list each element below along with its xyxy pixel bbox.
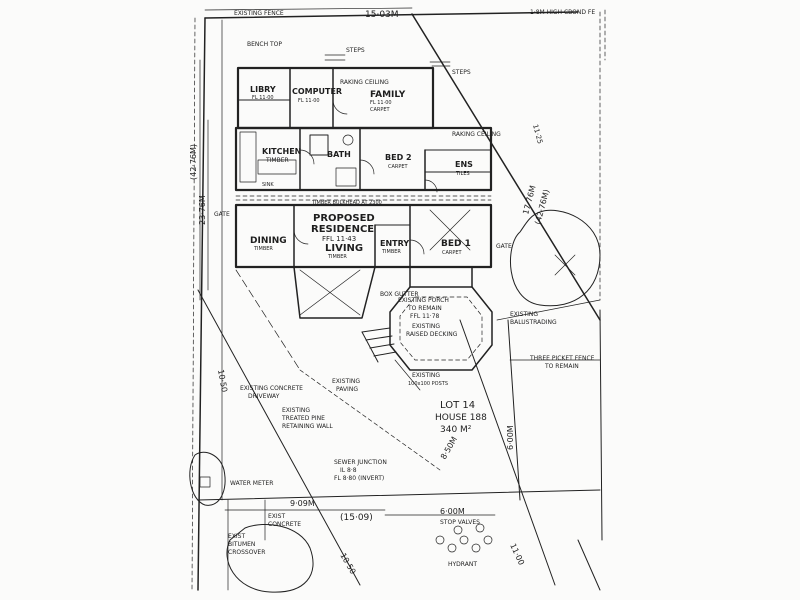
room-family: FAMILY — [370, 90, 406, 100]
room-computer: COMPUTER — [292, 87, 342, 96]
room-library-note: FL 11·00 — [252, 95, 274, 101]
room-dining-note: TIMBER — [253, 246, 273, 252]
label-paving-2: PAVING — [336, 386, 358, 393]
porch-label-1: EXISTING PORCH — [398, 297, 449, 304]
label-area: 340 M² — [440, 425, 472, 435]
label-driveway: DRIVEWAY — [248, 393, 280, 400]
dim-left-outer: (42·76M) — [189, 144, 198, 180]
label-posts-1: EXISTING — [412, 372, 440, 379]
room-ens: ENS — [455, 160, 473, 169]
porch-label-5: RAISED DECKING — [406, 331, 458, 338]
label-raking-ceiling: RAKING CEILING — [452, 131, 501, 138]
label-lot: LOT 14 — [440, 400, 475, 411]
room-family-carpet: CARPET — [370, 107, 391, 113]
room-bed1-note: CARPET — [442, 250, 463, 256]
room-computer-note: FL 11·00 — [298, 98, 320, 104]
room-kitchen-timber: TIMBER — [265, 157, 289, 164]
site-labels: LOT 14 HOUSE 188 340 M² EXISTING CONCRET… — [214, 9, 595, 568]
tree-canopy-bottom-left — [226, 523, 314, 593]
label-bitumen-3: CROSSOVER — [228, 549, 265, 556]
room-labels: LIBRY FL 11·00 COMPUTER FL 11·00 RAKING … — [250, 79, 473, 338]
house-walls — [234, 54, 493, 371]
porch-label-2: TO REMAIN — [407, 305, 442, 312]
label-retaining-1: EXISTING — [282, 407, 310, 414]
room-library: LIBRY — [250, 85, 276, 94]
label-steps-top: STEPS — [346, 47, 365, 54]
label-gate-left: GATE — [214, 211, 230, 218]
label-retaining-2: TREATED PINE — [281, 415, 325, 422]
label-baluster-2: BALUSTRADING — [510, 319, 557, 326]
site-features — [227, 11, 601, 591]
room-bed1: BED 1 — [441, 239, 471, 249]
dim-left-lower: 10·50 — [216, 369, 229, 393]
label-high-fence: 1·8M HIGH CBOND FE — [530, 9, 595, 16]
label-sewer-1: SEWER JUNCTION — [334, 459, 387, 466]
dim-bottom-center: (15·09) — [340, 513, 373, 523]
label-existing-concrete: EXISTING CONCRETE — [240, 385, 303, 392]
label-fence-1: THREE PICKET FENCE — [529, 355, 595, 362]
porch-label-3: FFL 11·78 — [410, 313, 440, 320]
room-bed2-note: CARPET — [388, 164, 409, 170]
label-steps-right: STEPS — [452, 69, 471, 76]
label-paving-1: EXISTING — [332, 378, 360, 385]
label-ffl: FFL 11·43 — [322, 235, 356, 243]
room-living: LIVING — [325, 243, 363, 254]
label-stop-valves: STOP VALVES — [440, 519, 480, 526]
label-gate-right: GATE — [496, 243, 512, 250]
water-meter-icon — [199, 476, 211, 488]
dim-bottom-right: 6·00M — [440, 507, 465, 516]
room-entry-note: TIMBER — [381, 249, 401, 255]
property-boundary — [191, 7, 606, 591]
porch-label-4: EXISTING — [412, 323, 440, 330]
label-concrete-2: CONCRETE — [268, 521, 301, 528]
dim-left-vertical: 23·76M — [198, 195, 207, 225]
tree-canopy-right — [510, 209, 601, 307]
label-box-gutter: BOX GUTTER — [380, 291, 419, 298]
label-residence: RESIDENCE — [311, 224, 374, 235]
label-timber-bulkhead: TIMBER BULKHEAD AT 2300 — [311, 200, 382, 206]
label-posts-2: 100x100 POSTS — [408, 381, 448, 387]
label-house: HOUSE 188 — [435, 413, 487, 423]
label-bitumen-1: EXIST — [228, 533, 245, 540]
label-concrete-1: EXIST — [268, 513, 285, 520]
dim-top: 15·03M — [365, 10, 399, 20]
room-living-note: TIMBER — [327, 254, 347, 260]
label-proposed: PROPOSED — [313, 213, 375, 224]
room-entry: ENTRY — [380, 239, 409, 248]
stop-valve-dots — [435, 523, 493, 553]
room-bed2: BED 2 — [385, 153, 412, 162]
label-bitumen-2: BITUMEN — [228, 541, 255, 548]
dim-right-lower: 6·00M — [506, 425, 515, 450]
label-fence-top: EXISTING FENCE — [234, 10, 284, 17]
room-kitchen: KITCHEN — [262, 147, 301, 156]
room-kitchen-sink: SINK — [262, 182, 274, 188]
label-water-meter: WATER METER — [230, 480, 273, 487]
label-hydrant: HYDRANT — [448, 561, 477, 568]
room-family-fl: FL 11·00 — [370, 100, 392, 106]
room-family-raking: RAKING CEILING — [340, 79, 389, 86]
trees — [189, 209, 601, 593]
label-sewer-2: IL 8·8 — [340, 467, 357, 474]
shrub-left — [189, 451, 226, 506]
label-bench: BENCH TOP — [247, 41, 282, 48]
label-retaining-3: RETAINING WALL — [282, 423, 333, 430]
dim-bottom-left: 9·09M — [290, 499, 315, 508]
room-dining: DINING — [250, 236, 287, 246]
label-sewer-3: FL 8·80 (INVERT) — [334, 475, 384, 482]
room-bath: BATH — [327, 150, 351, 159]
room-ens-note: TILES — [455, 171, 470, 177]
label-baluster-1: EXISTING — [510, 311, 538, 318]
label-fence-2: TO REMAIN — [544, 363, 579, 370]
